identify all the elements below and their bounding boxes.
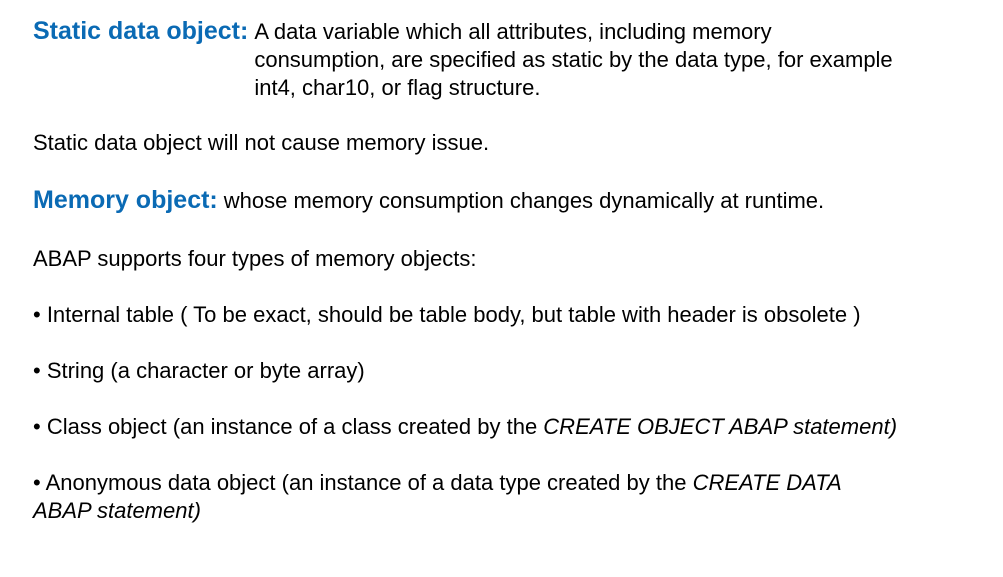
- bullet-anonymous-line-1: • Anonymous data object (an instance of …: [33, 469, 842, 497]
- static-def-line-3: int4, char10, or flag structure.: [254, 75, 541, 100]
- bullet-anonymous-line-2: ABAP statement): [33, 497, 842, 525]
- static-def-line-1: A data variable which all attributes, in…: [254, 19, 772, 44]
- bullet-class-object-text: • Class object (an instance of a class c…: [33, 414, 544, 439]
- memory-object-definition: Memory object:whose memory consumption c…: [33, 186, 824, 215]
- memory-object-description: whose memory consumption changes dynamic…: [223, 188, 825, 213]
- bullet-string: • String (a character or byte array): [33, 358, 365, 383]
- bullet-class-object-statement: CREATE OBJECT ABAP statement): [543, 414, 898, 439]
- static-data-object-term: Static data object:: [33, 17, 249, 45]
- bullet-anonymous-data-object: • Anonymous data object (an instance of …: [33, 469, 842, 525]
- static-data-object-description: A data variable which all attributes, in…: [248, 17, 892, 102]
- memory-object-term: Memory object:: [33, 186, 218, 214]
- bullet-anonymous-statement-part-2: ABAP statement): [33, 498, 201, 523]
- bullet-anonymous-statement-part-1: CREATE DATA: [692, 470, 842, 495]
- static-def-line-2: consumption, are specified as static by …: [254, 47, 893, 72]
- bullet-internal-table: • Internal table ( To be exact, should b…: [33, 302, 861, 327]
- bullet-anonymous-text: • Anonymous data object (an instance of …: [33, 470, 693, 495]
- static-data-note: Static data object will not cause memory…: [33, 130, 490, 155]
- static-data-object-definition: Static data object: A data variable whic…: [33, 17, 893, 102]
- bullet-class-object: • Class object (an instance of a class c…: [33, 413, 897, 441]
- abap-memory-objects-intro: ABAP supports four types of memory objec…: [33, 246, 477, 271]
